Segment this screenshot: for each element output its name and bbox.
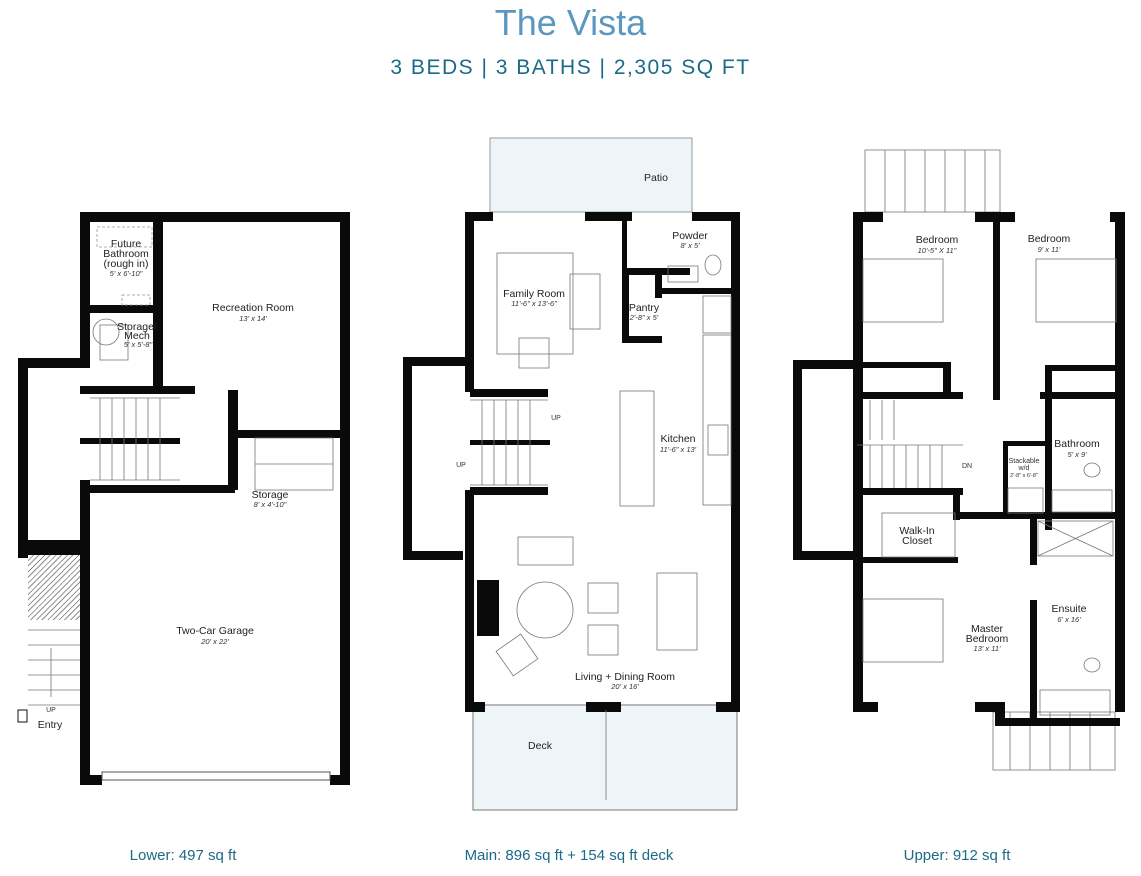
entry-stairs [28,629,80,706]
room-dimensions: 5' x 5'-8" [124,340,153,349]
stair-up-label: UP [456,462,466,469]
room-dimensions: 2'-8" x 5' [629,313,659,322]
upper-floor-plan: Bedroom 10'-5" X 11" Bedroom 9' x 11' Ba… [793,149,1125,771]
room-dimensions: 2'-8" x 6'-8" [1010,473,1038,479]
room-dimensions: 13' x 11' [974,644,1001,653]
entry-paving [28,555,80,620]
room-dimensions: 11'-6" x 13'-6" [511,299,557,308]
room-label: Kitchen [660,433,695,445]
room-label: Bathroom [103,248,149,260]
room-label: Powder [672,230,708,242]
room-dimensions: 9' x 11' [1038,245,1061,254]
room-dimensions: 10'-5" X 11" [918,246,957,255]
room-label: (rough in) [104,258,149,270]
stair-up-label: UP [46,707,56,714]
room-label: w/d [1018,465,1030,472]
upper-balconies [864,149,1116,771]
room-dimensions: 20' x 16' [610,682,639,691]
room-label: Two-Car Garage [176,625,254,637]
room-dimensions: 8' x 5' [680,241,700,250]
stair-down-label: DN [962,463,972,470]
room-dimensions: 11'-6" x 13' [660,445,697,454]
room-label: Recreation Room [212,302,294,314]
room-label: Closet [902,535,932,547]
room-label: Mech [124,330,150,342]
room-dimensions: 6' x 16' [1057,615,1081,624]
room-label: Storage [252,489,289,501]
stair-up-label: UP [551,415,561,422]
room-label: Deck [528,740,553,752]
room-label: Walk-In [899,525,934,537]
main-floor-plan: Patio Powder 8' x 5' Family Room 11'-6" … [403,137,740,811]
lower-floor-plan: Future Bathroom (rough in) 5' x 6'-10" S… [17,212,350,785]
room-label: Ensuite [1051,603,1086,615]
room-dimensions: 5' x 6'-10" [110,269,143,278]
upper-area-label: Upper: 912 sq ft [903,847,1011,864]
room-label: Patio [644,172,668,184]
room-label: Stackable [1009,458,1040,465]
plan-title: The Vista [494,2,647,43]
room-dimensions: 20' x 22' [200,637,229,646]
room-label: Bedroom [1028,233,1071,245]
lower-area-label: Lower: 497 sq ft [129,847,237,864]
room-label: Pantry [629,302,660,314]
room-label: Future [111,238,142,250]
room-label: Bathroom [1054,438,1100,450]
room-dimensions: 5' x 9' [1067,450,1087,459]
room-dimensions: 13' x 14' [239,314,267,323]
room-label: Bedroom [966,633,1009,645]
deck [472,704,738,811]
main-furniture [470,252,732,800]
room-label: Master [971,623,1004,635]
upper-furniture [857,258,1117,716]
patio [489,137,693,213]
room-dimensions: 8' x 4'-10" [254,500,287,509]
plan-summary: 3 BEDS | 3 BATHS | 2,305 SQ FT [390,56,751,79]
room-label: Family Room [503,288,565,300]
room-label: Storage/ [117,321,157,333]
room-label: Bedroom [916,234,959,246]
lower-stairs [90,318,334,491]
room-label: Living + Dining Room [575,671,675,683]
room-label: Entry [38,719,63,731]
main-area-label: Main: 896 sq ft + 154 sq ft deck [464,847,674,864]
